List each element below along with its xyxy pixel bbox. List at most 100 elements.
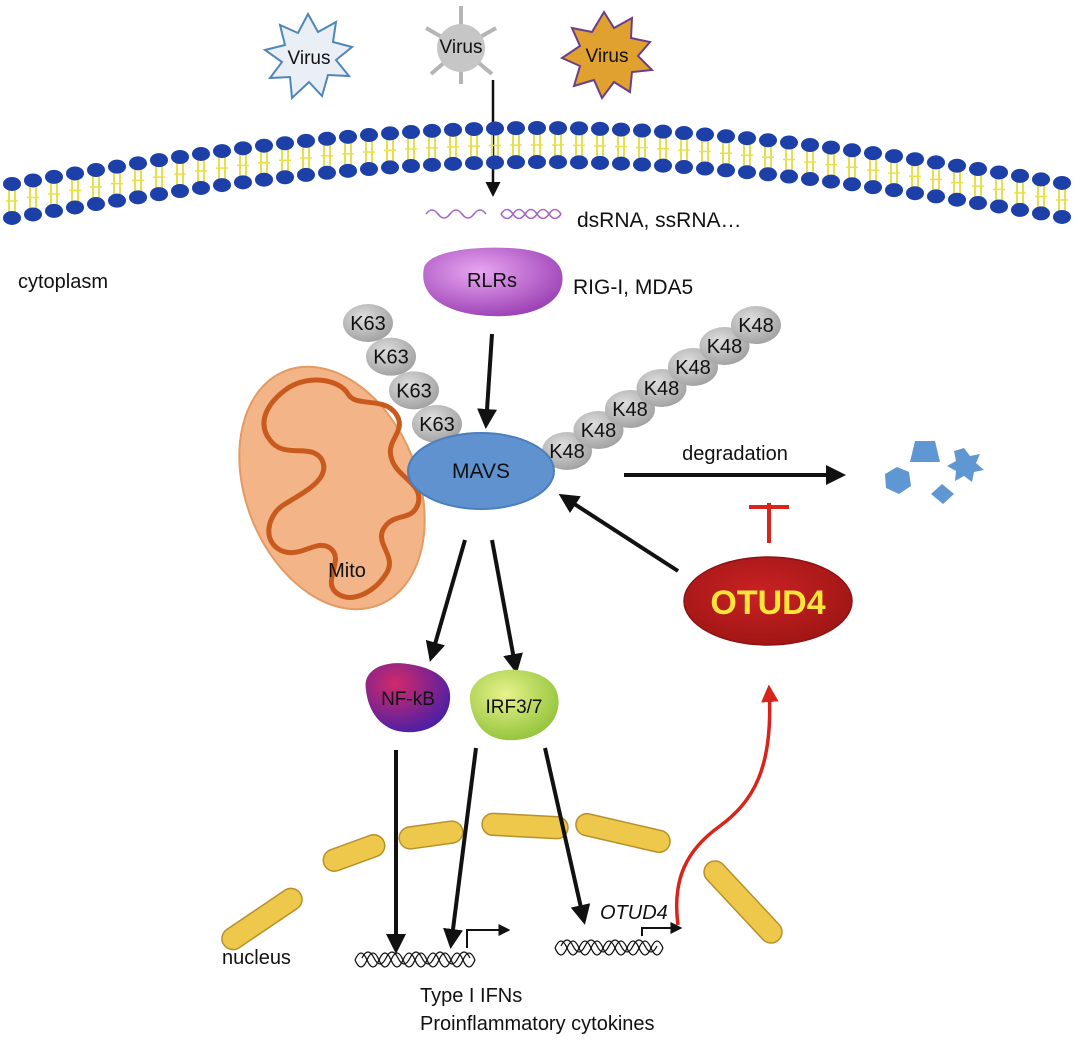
otud4-gene-label: OTUD4	[600, 902, 668, 924]
virus-star-orange: Virus	[559, 10, 655, 100]
lipid-pair	[654, 124, 672, 173]
lipid-pair	[801, 137, 819, 186]
mavs-to-nfkb-arrow	[425, 539, 467, 662]
lipid-pair	[969, 162, 987, 211]
lipid-pair	[633, 123, 651, 172]
lipid-pair	[612, 122, 630, 171]
svg-text:K48: K48	[581, 420, 617, 442]
ifn-promoter-arrow	[466, 924, 511, 948]
cytoplasm-label: cytoplasm	[18, 271, 108, 293]
lipid-pair	[402, 125, 420, 174]
lipid-pair	[528, 121, 546, 170]
lipid-pair	[948, 158, 966, 207]
lipid-pair	[486, 121, 504, 170]
inhibition-symbol	[749, 503, 789, 543]
virus-spiky-gray: Virus	[425, 6, 497, 84]
svg-text:K48: K48	[644, 378, 680, 400]
k63-ubiquitin: K63	[366, 337, 416, 376]
lipid-pair	[1011, 168, 1029, 217]
lipid-pair	[906, 152, 924, 201]
lipid-pair	[885, 149, 903, 198]
lipid-pair	[507, 121, 525, 170]
cell-membrane	[3, 121, 1071, 225]
lipid-pair	[717, 129, 735, 178]
lipid-pair	[843, 143, 861, 192]
dna-otud4-gene	[554, 939, 664, 956]
k48-ubiquitin: K48	[731, 306, 781, 344]
virus-label-1: Virus	[288, 48, 331, 69]
lipid-pair	[276, 136, 294, 185]
nfkb-protein: NF-kB	[365, 663, 451, 733]
lipid-pair	[381, 126, 399, 175]
lipid-pair	[570, 121, 588, 170]
svg-text:K63: K63	[350, 313, 386, 335]
lipid-pair	[297, 133, 315, 182]
svg-text:K63: K63	[373, 347, 409, 369]
lipid-pair	[66, 166, 84, 215]
dna-ifn-gene	[354, 951, 476, 968]
lipid-pair	[423, 123, 441, 172]
virus-label-2: Virus	[440, 37, 483, 58]
cytokines-label: Proinflammatory cytokines	[420, 1013, 655, 1035]
lipid-pair	[549, 121, 567, 170]
mitochondrion: Mito	[238, 365, 426, 611]
lipid-pair	[234, 141, 252, 190]
rlrs-protein: RLRs	[423, 247, 563, 317]
lipid-pair	[3, 176, 21, 225]
irf-label: IRF3/7	[485, 697, 542, 718]
lipid-pair	[864, 146, 882, 195]
otud4-to-mavs-arrow	[558, 493, 680, 573]
otud4-expression-arrow	[674, 684, 779, 926]
lipid-pair	[87, 163, 105, 212]
lipid-pair	[24, 173, 42, 222]
lipid-pair	[150, 153, 168, 202]
rna-label: dsRNA, ssRNA…	[577, 209, 742, 232]
lipid-pair	[1032, 172, 1050, 221]
degradation-label: degradation	[682, 443, 788, 465]
lipid-pair	[927, 155, 945, 204]
lipid-pair	[213, 144, 231, 193]
lipid-pair	[780, 135, 798, 184]
lipid-pair	[360, 128, 378, 177]
lipid-pair	[255, 138, 273, 187]
type1-ifn-label: Type I IFNs	[420, 985, 522, 1007]
mavs-label: MAVS	[452, 460, 510, 483]
lipid-pair	[759, 133, 777, 182]
lipid-pair	[108, 159, 126, 208]
lipid-pair	[339, 129, 357, 178]
virus-label-3: Virus	[586, 46, 629, 67]
k63-ubiquitin: K63	[343, 304, 393, 342]
lipid-pair	[171, 150, 189, 198]
lipid-pair	[675, 126, 693, 175]
k63-ubiquitin: K63	[389, 371, 439, 410]
lipid-pair	[129, 156, 147, 205]
svg-text:K48: K48	[612, 399, 648, 421]
nuclear-envelope	[221, 812, 783, 951]
svg-text:K48: K48	[707, 336, 743, 358]
mavs-protein: MAVS	[407, 432, 555, 510]
rlrs-to-mavs-arrow	[477, 333, 498, 429]
lipid-pair	[444, 122, 462, 171]
lipid-pair	[1053, 175, 1071, 224]
lipid-pair	[465, 122, 483, 171]
lipid-pair	[696, 127, 714, 176]
lipid-pair	[738, 131, 756, 180]
svg-text:K63: K63	[419, 414, 455, 436]
lipid-pair	[192, 146, 210, 195]
irf-protein: IRF3/7	[469, 669, 559, 741]
degraded-fragments	[885, 441, 984, 504]
otud4-protein: OTUD4	[683, 556, 853, 646]
rlrs-label: RLRs	[467, 270, 517, 292]
lipid-pair	[822, 140, 840, 189]
lipid-pair	[45, 169, 63, 218]
irf-to-ifn-gene-arrow	[443, 747, 478, 949]
k63-ubiquitin: K63	[412, 405, 462, 443]
mavs-to-irf-arrow	[490, 539, 523, 674]
svg-text:K48: K48	[549, 441, 585, 463]
nfkb-label: NF-kB	[381, 689, 435, 710]
rig-label: RIG-I, MDA5	[573, 276, 693, 299]
lipid-pair	[318, 131, 336, 180]
nucleus-label: nucleus	[222, 947, 291, 969]
